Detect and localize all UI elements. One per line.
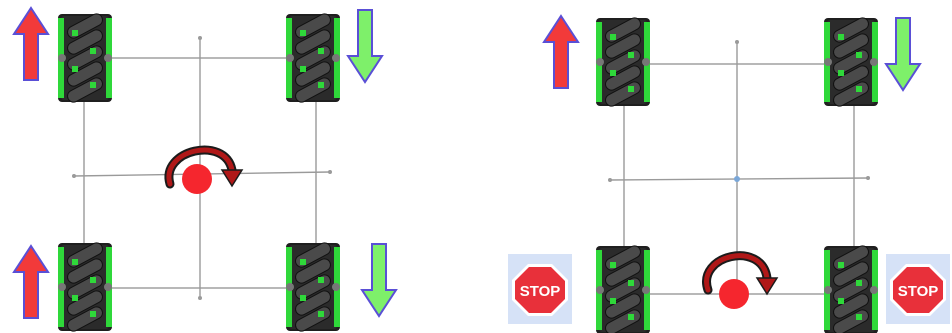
right-rear-right-wheel <box>823 243 879 333</box>
left-rear-right-wheel <box>285 240 341 333</box>
right-front-right-down-arrow-icon <box>885 17 921 91</box>
stop-sign-icon: STOP <box>890 264 946 316</box>
stop-sign-rear-left: STOP <box>508 254 572 324</box>
panel-right <box>543 15 921 333</box>
stop-sign-rear-right: STOP <box>886 254 950 324</box>
stop-sign-label: STOP <box>520 283 561 300</box>
stop-sign-label: STOP <box>898 283 939 300</box>
left-pivot-point <box>182 164 212 194</box>
left-front-right-wheel <box>285 11 341 105</box>
right-front-right-wheel <box>823 15 879 109</box>
right-rear-left-wheel <box>595 243 651 333</box>
left-front-left-wheel <box>57 11 113 105</box>
right-rotation-arrow-icon <box>702 251 779 296</box>
right-pivot-point <box>719 279 749 309</box>
panel-left <box>13 7 397 333</box>
right-front-left-wheel <box>595 15 651 109</box>
left-rear-left-up-arrow-icon <box>13 245 49 319</box>
left-front-right-down-arrow-icon <box>347 9 383 83</box>
left-front-left-up-arrow-icon <box>13 7 49 81</box>
left-rear-right-down-arrow-icon <box>361 243 397 317</box>
right-front-left-up-arrow-icon <box>543 15 579 89</box>
left-rear-left-wheel <box>57 240 113 333</box>
left-rotation-arrow-icon <box>164 145 244 189</box>
stop-sign-icon: STOP <box>512 264 568 316</box>
right-center-marker <box>734 176 740 182</box>
